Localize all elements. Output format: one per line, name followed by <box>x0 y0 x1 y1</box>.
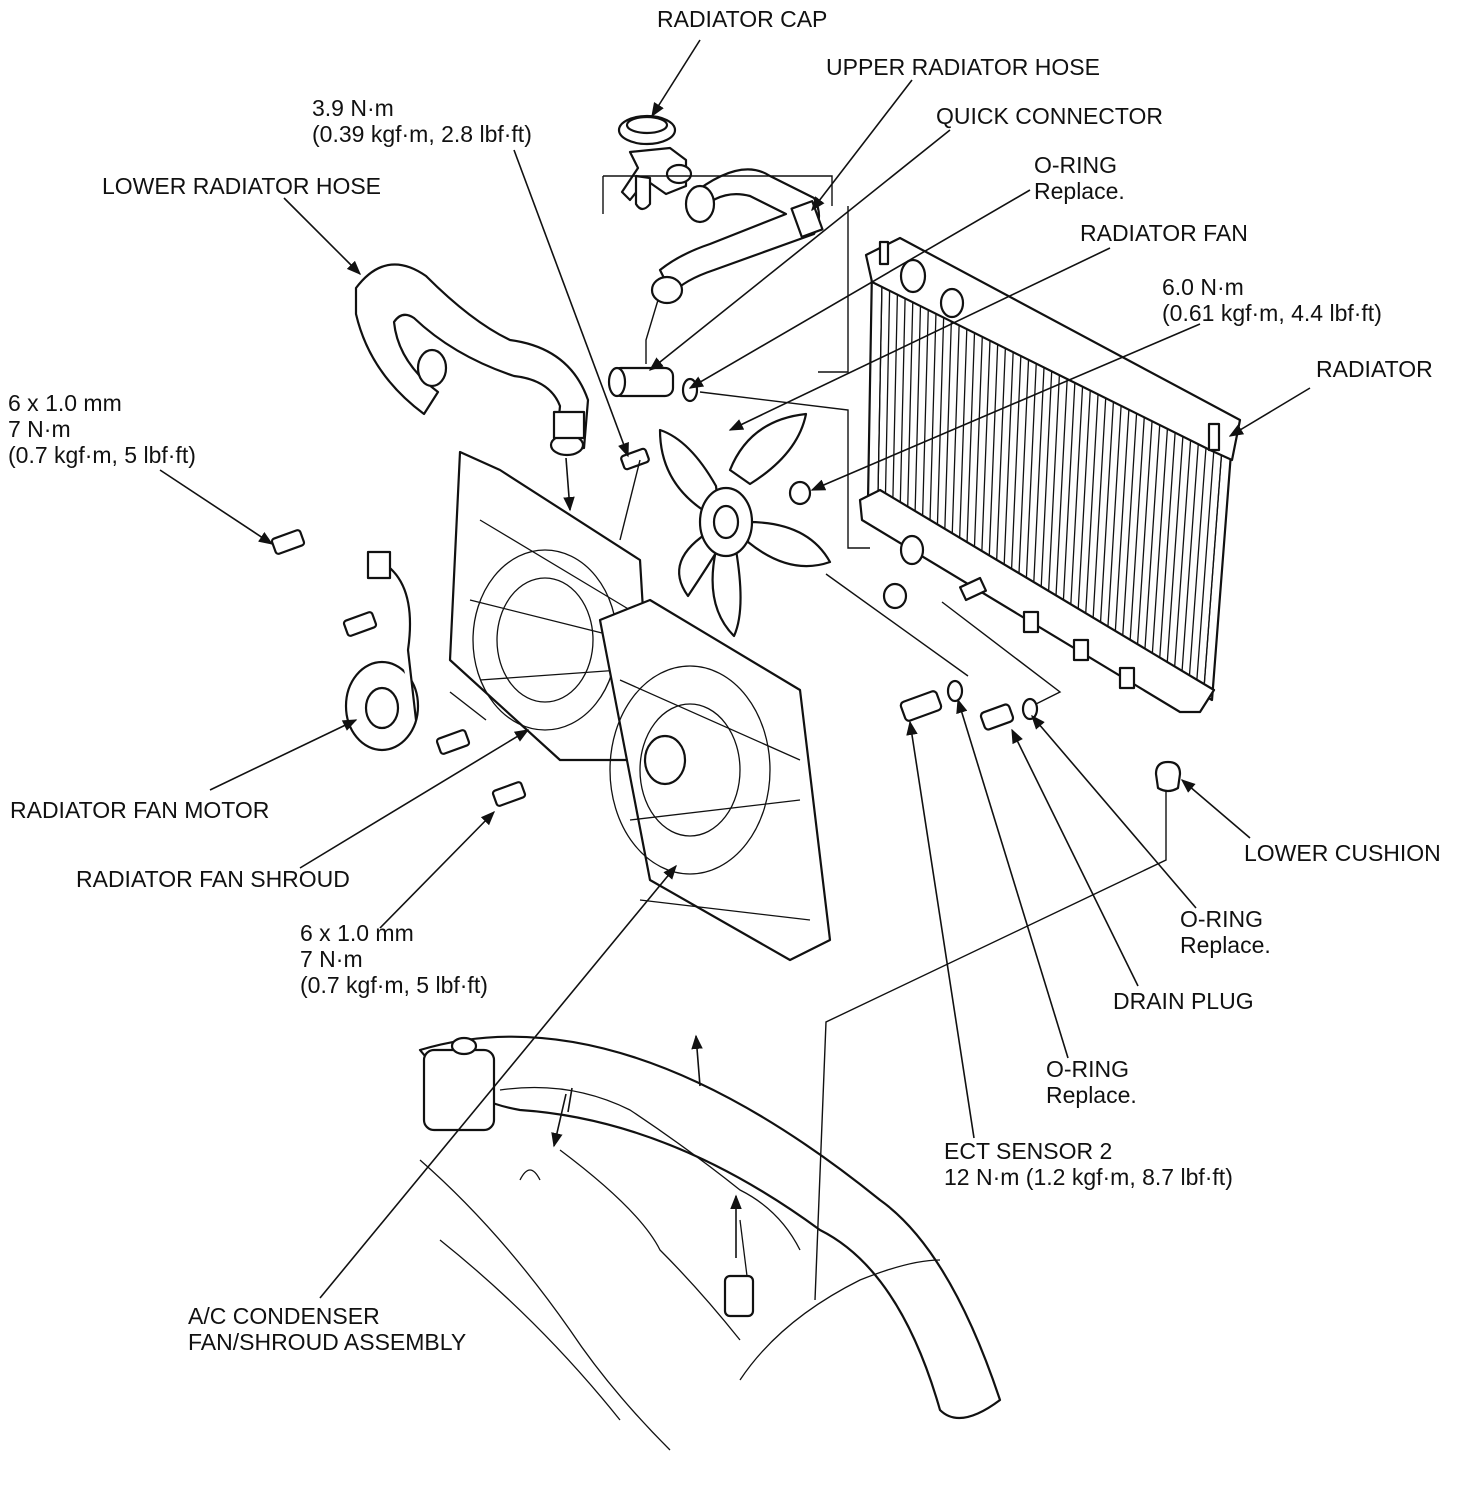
label-upper-radiator-hose: UPPER RADIATOR HOSE <box>826 54 1100 80</box>
ect-sensor-name: ECT SENSOR 2 <box>944 1138 1113 1164</box>
label-radiator-fan: RADIATOR FAN <box>1080 220 1248 246</box>
radiator-cap-illustration <box>617 114 693 211</box>
label-ect-sensor: ECT SENSOR 2 12 N·m (1.2 kgf·m, 8.7 lbf·… <box>944 1138 1233 1190</box>
bolt-left-size: 6 x 1.0 mm <box>8 390 122 416</box>
label-radiator: RADIATOR <box>1316 356 1433 382</box>
torque-top-line1: 3.9 N·m <box>312 95 394 121</box>
label-ac-condenser: A/C CONDENSER FAN/SHROUD ASSEMBLY <box>188 1303 466 1355</box>
label-torque-fan-nut: 6.0 N·m (0.61 kgf·m, 4.4 lbf·ft) <box>1162 274 1382 326</box>
upper-radiator-hose-illustration <box>650 168 824 305</box>
lower-radiator-hose-illustration <box>354 263 590 457</box>
radiator-illustration <box>858 236 1242 714</box>
ac-condenser-line1: A/C CONDENSER <box>188 1303 380 1329</box>
torque-fan-nut-line1: 6.0 N·m <box>1162 274 1244 300</box>
label-radiator-fan-shroud: RADIATOR FAN SHROUD <box>76 866 350 892</box>
quick-connector-illustration <box>607 366 699 403</box>
label-radiator-cap: RADIATOR CAP <box>657 6 828 32</box>
assembly-guide-lines <box>449 175 1167 1301</box>
bolt-bottom-size: 6 x 1.0 mm <box>300 920 414 946</box>
label-bolt-left: 6 x 1.0 mm 7 N·m (0.7 kgf·m, 5 lbf·ft) <box>8 390 196 468</box>
o-ring-top-name: O-RING <box>1034 152 1118 178</box>
bolt-bottom-torque-alt: (0.7 kgf·m, 5 lbf·ft) <box>300 972 488 998</box>
ac-condenser-shroud-illustration <box>598 598 832 962</box>
leader-lines <box>159 39 1311 1299</box>
o-ring-bottom-note: Replace. <box>1046 1082 1137 1108</box>
bolt-left-torque-alt: (0.7 kgf·m, 5 lbf·ft) <box>8 442 196 468</box>
o-ring-right-name: O-RING <box>1180 906 1264 932</box>
label-o-ring-bottom: O-RING Replace. <box>1046 1056 1137 1108</box>
label-o-ring-right: O-RING Replace. <box>1180 906 1271 958</box>
label-drain-plug: DRAIN PLUG <box>1113 988 1254 1014</box>
label-quick-connector: QUICK CONNECTOR <box>936 103 1164 129</box>
lower-cushion-illustration <box>882 582 1182 793</box>
label-torque-top: 3.9 N·m (0.39 kgf·m, 2.8 lbf·ft) <box>312 95 532 147</box>
o-ring-top-note: Replace. <box>1034 178 1125 204</box>
torque-top-line2: (0.39 kgf·m, 2.8 lbf·ft) <box>312 121 532 147</box>
bolt-bottom-torque: 7 N·m <box>300 946 363 972</box>
ac-condenser-line2: FAN/SHROUD ASSEMBLY <box>188 1329 467 1355</box>
vehicle-engine-bay-illustration <box>418 1035 1002 1451</box>
o-ring-bottom-name: O-RING <box>1046 1056 1130 1082</box>
label-radiator-fan-motor: RADIATOR FAN MOTOR <box>10 797 270 823</box>
label-lower-cushion: LOWER CUSHION <box>1244 840 1441 866</box>
bolts-illustration <box>270 447 812 807</box>
bolt-left-torque: 7 N·m <box>8 416 71 442</box>
label-o-ring-top: O-RING Replace. <box>1034 152 1125 204</box>
radiator-fan-illustration <box>658 412 832 638</box>
label-lower-radiator-hose: LOWER RADIATOR HOSE <box>102 173 382 199</box>
label-bolt-bottom: 6 x 1.0 mm 7 N·m (0.7 kgf·m, 5 lbf·ft) <box>300 920 488 998</box>
radiator-fan-motor-illustration <box>344 550 420 752</box>
torque-fan-nut-line2: (0.61 kgf·m, 4.4 lbf·ft) <box>1162 300 1382 326</box>
o-ring-right-note: Replace. <box>1180 932 1271 958</box>
small-parts-illustration <box>899 679 1039 731</box>
ect-sensor-torque: 12 N·m (1.2 kgf·m, 8.7 lbf·ft) <box>944 1164 1233 1190</box>
